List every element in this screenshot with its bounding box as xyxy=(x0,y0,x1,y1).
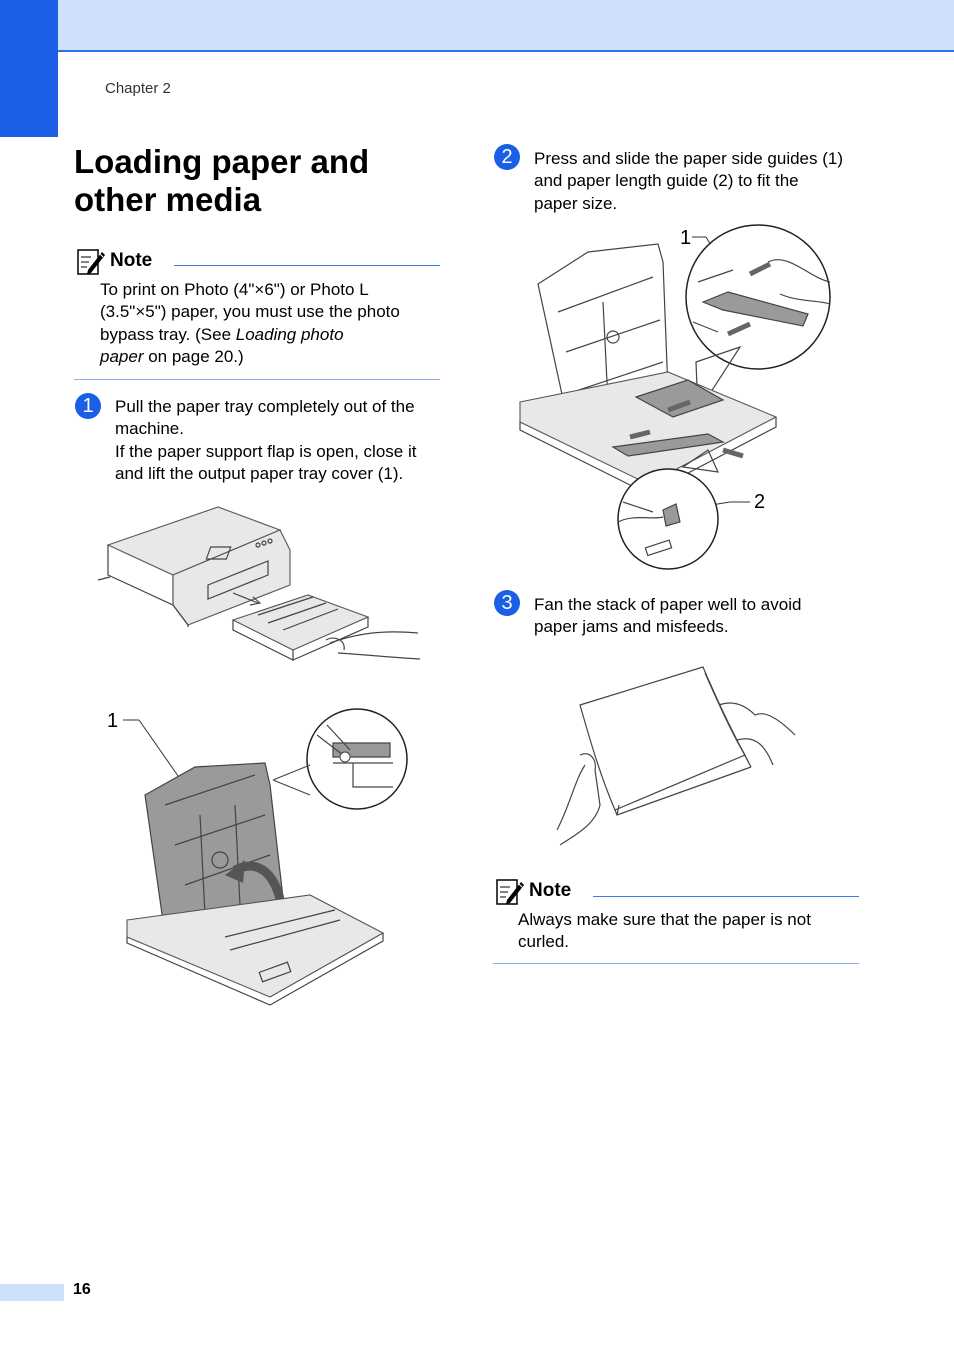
fan-paper-illustration xyxy=(556,666,796,846)
header-band xyxy=(0,0,954,52)
footer-bar xyxy=(0,1284,64,1301)
step-1-line: Pull the paper tray completely out of th… xyxy=(115,397,415,416)
section-title: Loading paper and other media xyxy=(74,143,370,218)
note-1-text: To print on Photo (4"×6") or Photo L (3.… xyxy=(100,279,445,368)
note-box-2: Note xyxy=(495,876,859,906)
note-1-line: paper on page 20.) xyxy=(100,346,244,366)
step-2-text: Press and slide the paper side guides (1… xyxy=(534,148,864,215)
step-3-badge: 3 xyxy=(494,590,520,616)
paper-guides-illustration: 1 2 xyxy=(519,224,831,570)
note-1-link-text: Loading photo xyxy=(235,324,344,344)
chapter-tab xyxy=(0,0,58,137)
page-number: 16 xyxy=(73,1281,91,1298)
note-1-link-text: paper xyxy=(100,346,144,366)
note-box-1: Note xyxy=(76,246,440,276)
note-2-text: Always make sure that the paper is not c… xyxy=(518,909,858,954)
callout-length-guide: 2 xyxy=(754,491,765,513)
callout-1: 1 xyxy=(107,710,118,732)
chapter-label: Chapter 2 xyxy=(105,80,171,97)
step-2-line: Press and slide the paper side guides (1… xyxy=(534,149,844,168)
step-3-line: paper jams and misfeeds. xyxy=(534,617,729,637)
note-2-bottom-rule xyxy=(493,963,859,964)
note-1-bottom-rule xyxy=(74,379,440,380)
note-1-line: To print on Photo (4"×6") or Photo L xyxy=(100,280,369,299)
note-label: Note xyxy=(529,880,572,901)
note-1-line: (3.5"×5") paper, you must use the photo xyxy=(100,302,400,322)
step-3-line: Fan the stack of paper well to avoid xyxy=(534,595,802,614)
step-2-line: paper size. xyxy=(534,193,618,213)
step-1-text: Pull the paper tray completely out of th… xyxy=(115,396,445,485)
note-header-line xyxy=(174,264,440,266)
note-label: Note xyxy=(110,250,153,271)
note-pencil-icon xyxy=(495,876,525,906)
printer-tray-illustration xyxy=(97,506,421,661)
note-2-line: Always make sure that the paper is not xyxy=(518,910,811,929)
note-1-line: bypass tray. (See Loading photo xyxy=(100,324,344,344)
step-2-line: and paper length guide (2) to fit the xyxy=(534,171,799,191)
callout-side-guides: 1 xyxy=(680,227,691,249)
step-1-line: machine. xyxy=(115,419,184,439)
step-1-line: If the paper support flap is open, close… xyxy=(115,441,417,461)
note-header-line xyxy=(593,895,859,897)
step-1-line: and lift the output paper tray cover (1)… xyxy=(115,463,404,483)
note-2-line: curled. xyxy=(518,932,570,952)
output-cover-illustration: 1 xyxy=(107,708,408,1006)
note-pencil-icon xyxy=(76,246,106,276)
step-1-badge: 1 xyxy=(75,393,101,419)
step-2-badge: 2 xyxy=(494,144,520,170)
step-3-text: Fan the stack of paper well to avoid pap… xyxy=(534,594,864,639)
